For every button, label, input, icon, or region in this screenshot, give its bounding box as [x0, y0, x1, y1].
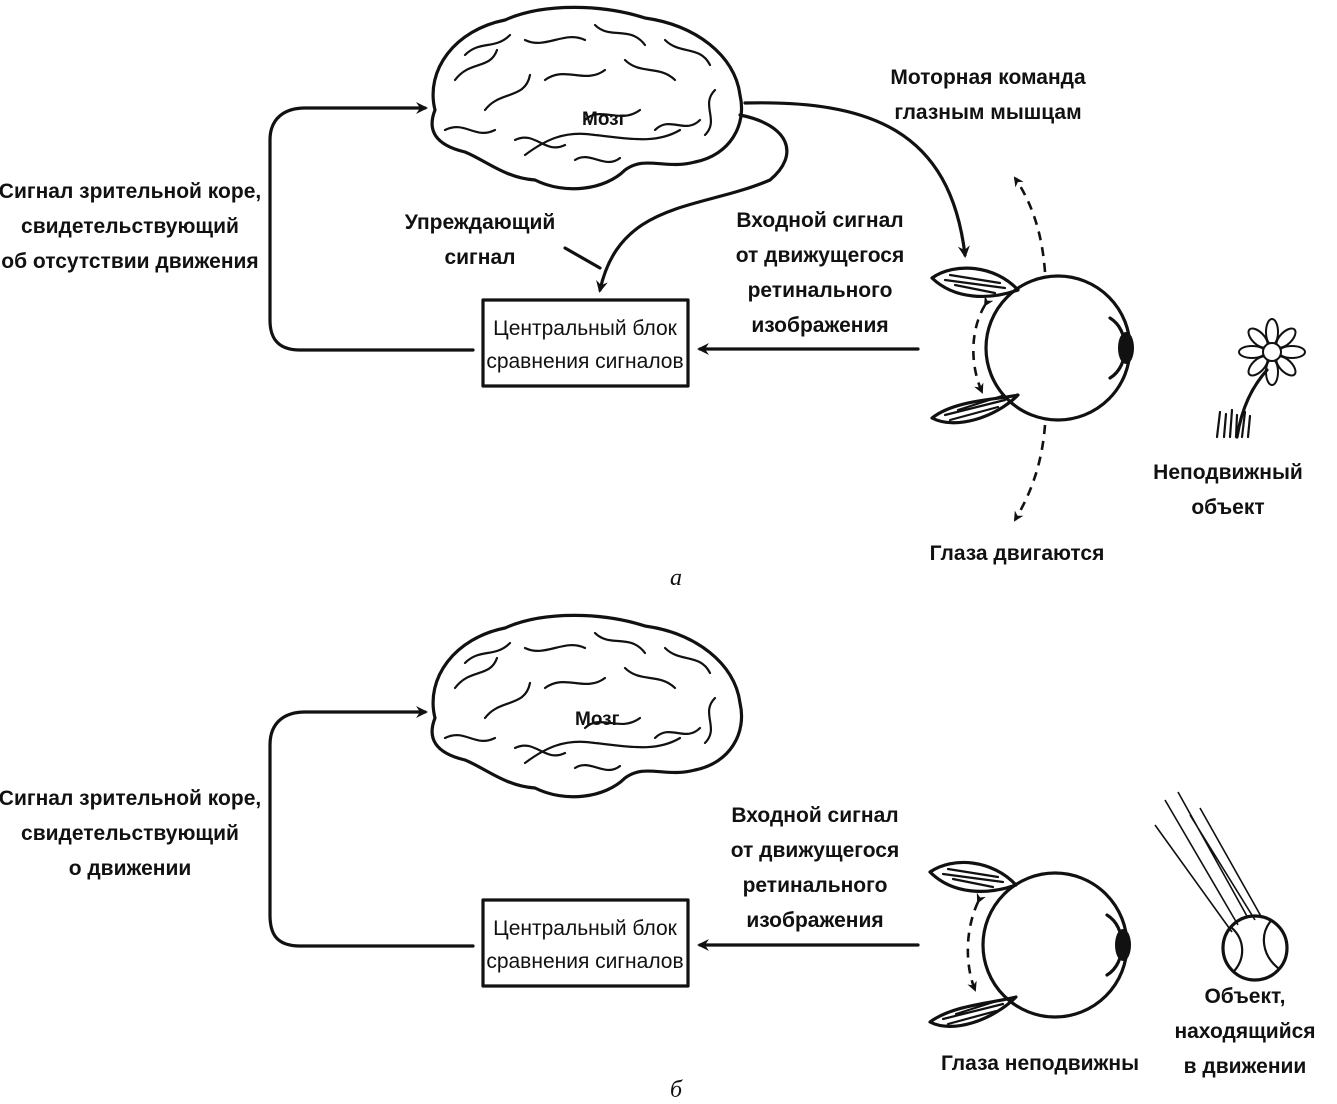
object-line-2-a: объект: [1191, 496, 1264, 519]
efference-signal-line-2: сигнал: [444, 246, 515, 269]
cortex-signal-line-3-a: об отсутствии движения: [1, 250, 258, 273]
eyes-state-a: Глаза двигаются: [930, 542, 1105, 565]
comparator-line-1-a: Центральный блок: [493, 317, 677, 340]
comparator-line-2-a: сравнения сигналов: [486, 350, 683, 373]
comparator-box-a: [481, 298, 690, 388]
object-line-3-b: в движении: [1184, 1055, 1307, 1078]
motor-command-line-1: Моторная команда: [890, 66, 1086, 89]
muscle-pull-arrow-a: [972, 295, 994, 394]
eyes-state-b: Глаза неподвижны: [941, 1052, 1139, 1075]
efference-tick: [563, 246, 602, 270]
input-signal-line-1-a: Входной сигнал: [736, 209, 903, 232]
panel-label-b: б: [670, 1077, 683, 1103]
cortex-signal-arrow-b: [268, 706, 475, 948]
flower-icon: [1215, 318, 1306, 439]
panel-label-a: а: [670, 565, 682, 591]
eye-rotation-up-arrow: [1013, 176, 1047, 273]
eye-icon: [981, 871, 1131, 1019]
cortex-signal-line-2-a: свидетельствующий: [21, 215, 239, 238]
input-signal-line-3-b: ретинального: [743, 874, 888, 897]
eye-rotation-down-arrow: [1013, 424, 1047, 522]
eye-muscle-icon: [930, 266, 1020, 425]
muscle-pull-arrow-b: [966, 892, 986, 992]
input-signal-line-1-b: Входной сигнал: [731, 804, 898, 827]
comparator-line-2-b: сравнения сигналов: [486, 950, 683, 973]
brain-label-a: Мозг: [582, 109, 627, 130]
input-signal-line-3-a: ретинального: [748, 279, 893, 302]
input-signal-line-4-a: изображения: [751, 314, 888, 337]
object-line-1-b: Объект,: [1204, 985, 1285, 1008]
cortex-signal-line-2-b: свидетельствующий: [21, 822, 239, 845]
brain-icon: [430, 613, 744, 799]
object-line-1-a: Неподвижный: [1153, 461, 1303, 484]
eye-muscle-icon: [928, 860, 1018, 1028]
input-signal-line-4-b: изображения: [746, 909, 883, 932]
cortex-signal-arrow-a: [268, 102, 475, 352]
input-signal-line-2-a: от движущегося: [736, 244, 905, 267]
comparator-line-1-b: Центральный блок: [493, 917, 677, 940]
brain-icon: [430, 5, 744, 191]
motor-command-arrow: [743, 101, 970, 258]
panel-a: Мозг Центральный блок сравнения сигналов: [0, 5, 1306, 591]
efference-signal-line-1: Упреждающий: [405, 211, 556, 234]
cortex-signal-line-1-b: Сигнал зрительной коре,: [0, 787, 261, 810]
efference-copy-arrow: [596, 113, 789, 293]
brain-label-b: Мозг: [575, 709, 620, 730]
motor-command-line-2: глазным мышцам: [894, 101, 1081, 124]
ball-icon: [1154, 791, 1289, 982]
comparator-box-b: [481, 898, 690, 988]
cortex-signal-line-3-b: о движении: [69, 857, 192, 880]
cortex-signal-line-1-a: Сигнал зрительной коре,: [0, 180, 261, 203]
object-line-2-b: находящийся: [1174, 1020, 1315, 1043]
eye-icon: [984, 274, 1134, 422]
panel-b: Мозг Центральный блок сравнения сигналов: [0, 613, 1316, 1103]
input-signal-line-2-b: от движущегося: [731, 839, 900, 862]
